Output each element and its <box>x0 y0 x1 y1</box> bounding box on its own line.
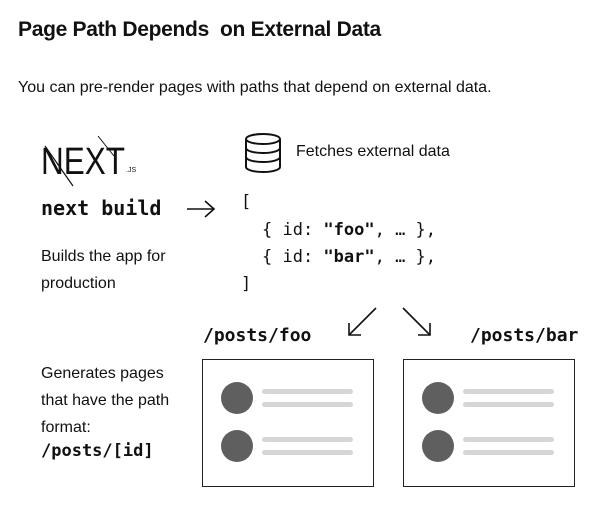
logo-stroke <box>97 135 115 157</box>
text-line <box>463 450 554 455</box>
text-line <box>262 437 353 442</box>
page-preview-bar <box>403 359 575 487</box>
generates-line: format: <box>41 419 91 436</box>
text-line <box>463 402 554 407</box>
page-subtitle: You can pre-render pages with paths that… <box>18 79 492 96</box>
avatar <box>422 430 454 462</box>
code-bracket-open: [ <box>241 192 252 212</box>
arrow-down-right-icon <box>402 307 431 336</box>
avatar <box>221 382 253 414</box>
split-arrows <box>348 307 431 336</box>
path-label-bar: /posts/bar <box>470 325 579 346</box>
fetch-label: Fetches external data <box>296 143 450 160</box>
generates-description: Generates pages that have the path forma… <box>41 360 169 441</box>
text-line <box>463 437 554 442</box>
build-command: next build <box>41 196 162 220</box>
build-description: Builds the app for production <box>41 248 166 292</box>
text-line <box>262 389 353 394</box>
code-row: { id: "bar", … }, <box>262 247 437 267</box>
avatar <box>422 382 454 414</box>
text-line <box>262 402 353 407</box>
page-preview-foo <box>202 359 374 487</box>
page-title: Page Path Depends on External Data <box>18 18 381 41</box>
generates-line: Generates pages <box>41 365 164 382</box>
logo-suffix: .JS <box>126 167 136 174</box>
arrow-down-left-icon <box>348 307 377 336</box>
text-line <box>463 389 554 394</box>
database-icon <box>245 133 281 173</box>
code-bracket-close: ] <box>241 274 252 294</box>
logo-text: NEXT <box>41 141 125 183</box>
path-label-foo: /posts/foo <box>203 325 312 346</box>
avatar <box>221 430 253 462</box>
generates-line: that have the path <box>41 392 170 409</box>
code-row: { id: "foo", … }, <box>262 220 437 240</box>
arrow-right-icon <box>187 200 216 218</box>
text-line <box>262 450 353 455</box>
next-js-logo: NEXT .JS <box>41 135 136 187</box>
logo-stroke <box>44 145 74 187</box>
path-format: /posts/[id] <box>41 441 154 461</box>
